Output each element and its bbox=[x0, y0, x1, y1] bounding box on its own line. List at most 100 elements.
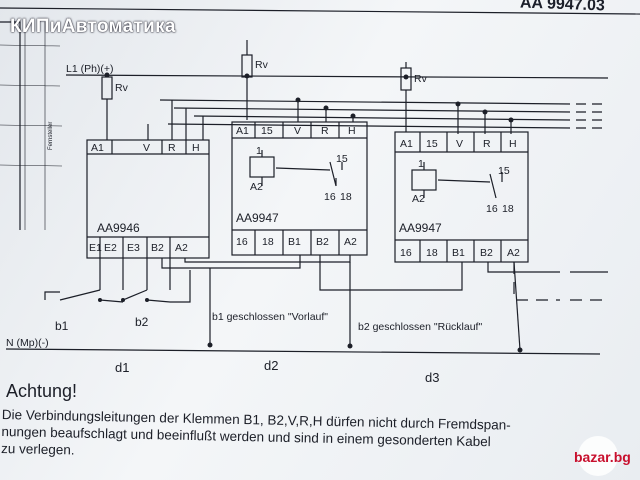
note-b2: b2 geschlossen "Rücklauf" bbox=[358, 321, 482, 333]
section-label-d3: d3 bbox=[425, 370, 439, 385]
relay-label: 18 bbox=[502, 203, 514, 215]
section-label-d1: d1 bbox=[115, 360, 129, 375]
terminal-label: B2 bbox=[151, 242, 164, 254]
relay-contact-2 bbox=[423, 162, 503, 199]
l1-label: L1 (Ph)(+) bbox=[66, 63, 114, 75]
a2-to-n bbox=[209, 262, 351, 345]
b1-b2-link bbox=[319, 255, 463, 291]
switch-node bbox=[98, 298, 102, 302]
terminal-label: A2 bbox=[344, 236, 357, 248]
rv-label-1: Rv bbox=[115, 82, 129, 94]
module2-bottom-terminals bbox=[232, 229, 367, 255]
module1-top-terminals bbox=[87, 140, 209, 155]
module1-top-drops bbox=[147, 100, 204, 140]
terminal-label: R bbox=[321, 125, 329, 137]
terminal-label: A2 bbox=[175, 242, 188, 254]
junction bbox=[455, 101, 461, 107]
switch-contacts bbox=[44, 289, 171, 303]
module3-bottom-terminals bbox=[395, 239, 528, 262]
terminal-label: H bbox=[192, 142, 200, 154]
terminal-label: 15 bbox=[261, 125, 273, 137]
terminal-label: R bbox=[483, 138, 491, 150]
junction bbox=[244, 73, 250, 79]
switch-return bbox=[170, 270, 191, 303]
n-label: N (Mp)(-) bbox=[6, 337, 49, 349]
terminal-label: V bbox=[294, 125, 301, 137]
rv-label-2: Rv bbox=[255, 59, 269, 71]
terminal-label: B2 bbox=[480, 247, 493, 259]
junction bbox=[403, 74, 409, 80]
module3-a2-out bbox=[513, 262, 608, 301]
module3-a2-to-n bbox=[513, 261, 521, 351]
terminal-label: A1 bbox=[400, 138, 413, 150]
switch-label-b2: b2 bbox=[135, 315, 149, 329]
logo-circle-icon bbox=[578, 436, 618, 476]
terminal-label: B1 bbox=[288, 236, 301, 248]
terminal-label: V bbox=[143, 142, 150, 154]
terminal-label: E3 bbox=[127, 242, 140, 254]
module1-bottom-terminals bbox=[87, 236, 209, 258]
module3-b2-out bbox=[487, 262, 608, 273]
switch-label-b1: b1 bbox=[55, 319, 69, 333]
rv-resistor-1 bbox=[101, 76, 113, 100]
terminal-label: B2 bbox=[316, 236, 329, 248]
terminal-label: 18 bbox=[426, 247, 438, 259]
terminal-label: V bbox=[456, 138, 463, 150]
terminal-label: B1 bbox=[452, 247, 465, 259]
watermark: КИПиАвтоматика bbox=[10, 16, 176, 37]
bus-line-r bbox=[173, 107, 571, 113]
junction bbox=[482, 109, 488, 115]
terminal-label: 15 bbox=[426, 138, 438, 150]
junction bbox=[517, 347, 523, 353]
n-line bbox=[5, 348, 601, 355]
relay-label: 15 bbox=[336, 153, 348, 165]
module-name: AA9947 bbox=[236, 211, 279, 225]
terminal-label: E2 bbox=[104, 242, 117, 254]
relay-label: A2 bbox=[412, 193, 425, 205]
section-label-d2: d2 bbox=[264, 358, 278, 373]
switch-drops bbox=[99, 258, 171, 290]
a2-link bbox=[184, 255, 351, 263]
relay-coil-1 bbox=[249, 156, 275, 178]
bus-line-h bbox=[193, 115, 571, 121]
module-name: AA9947 bbox=[399, 221, 442, 235]
module2-top-terminals bbox=[232, 122, 367, 139]
l1-line bbox=[65, 74, 609, 79]
junction bbox=[207, 342, 213, 348]
terminal-label: 16 bbox=[400, 247, 412, 259]
left-grid bbox=[0, 22, 63, 230]
relay-coil-2 bbox=[411, 169, 437, 191]
relay-label: 1 bbox=[256, 145, 262, 157]
terminal-label: A2 bbox=[507, 247, 520, 259]
side-label: Fernsteller bbox=[48, 122, 54, 150]
terminal-label: R bbox=[168, 142, 176, 154]
terminal-label: H bbox=[509, 138, 517, 150]
switch-node bbox=[145, 298, 149, 302]
module2-top-drops bbox=[297, 100, 354, 122]
terminal-label: A1 bbox=[236, 125, 249, 137]
terminal-label: 16 bbox=[236, 236, 248, 248]
junction bbox=[295, 97, 301, 103]
relay-contact-1 bbox=[261, 150, 343, 187]
junction bbox=[508, 117, 514, 123]
switch-node bbox=[121, 298, 125, 302]
junction bbox=[347, 343, 353, 349]
logo-text: bazar.bg bbox=[574, 449, 631, 465]
warning-title: Achtung! bbox=[6, 381, 78, 401]
terminal-label: E1 bbox=[89, 242, 102, 254]
junction bbox=[323, 105, 329, 111]
module-name: AA9946 bbox=[97, 221, 140, 235]
bus-continuation bbox=[576, 103, 606, 129]
relay-label: 15 bbox=[498, 165, 510, 177]
bus-line-4 bbox=[167, 123, 571, 129]
relay-label: 18 bbox=[340, 191, 352, 203]
relay-label: 1 bbox=[418, 158, 424, 170]
module-aa9946 bbox=[86, 139, 210, 259]
terminal-label: A1 bbox=[91, 142, 104, 154]
junction bbox=[350, 113, 356, 119]
relay-label: 16 bbox=[324, 191, 336, 203]
terminal-label: H bbox=[348, 125, 356, 137]
terminal-label: 18 bbox=[262, 236, 274, 248]
